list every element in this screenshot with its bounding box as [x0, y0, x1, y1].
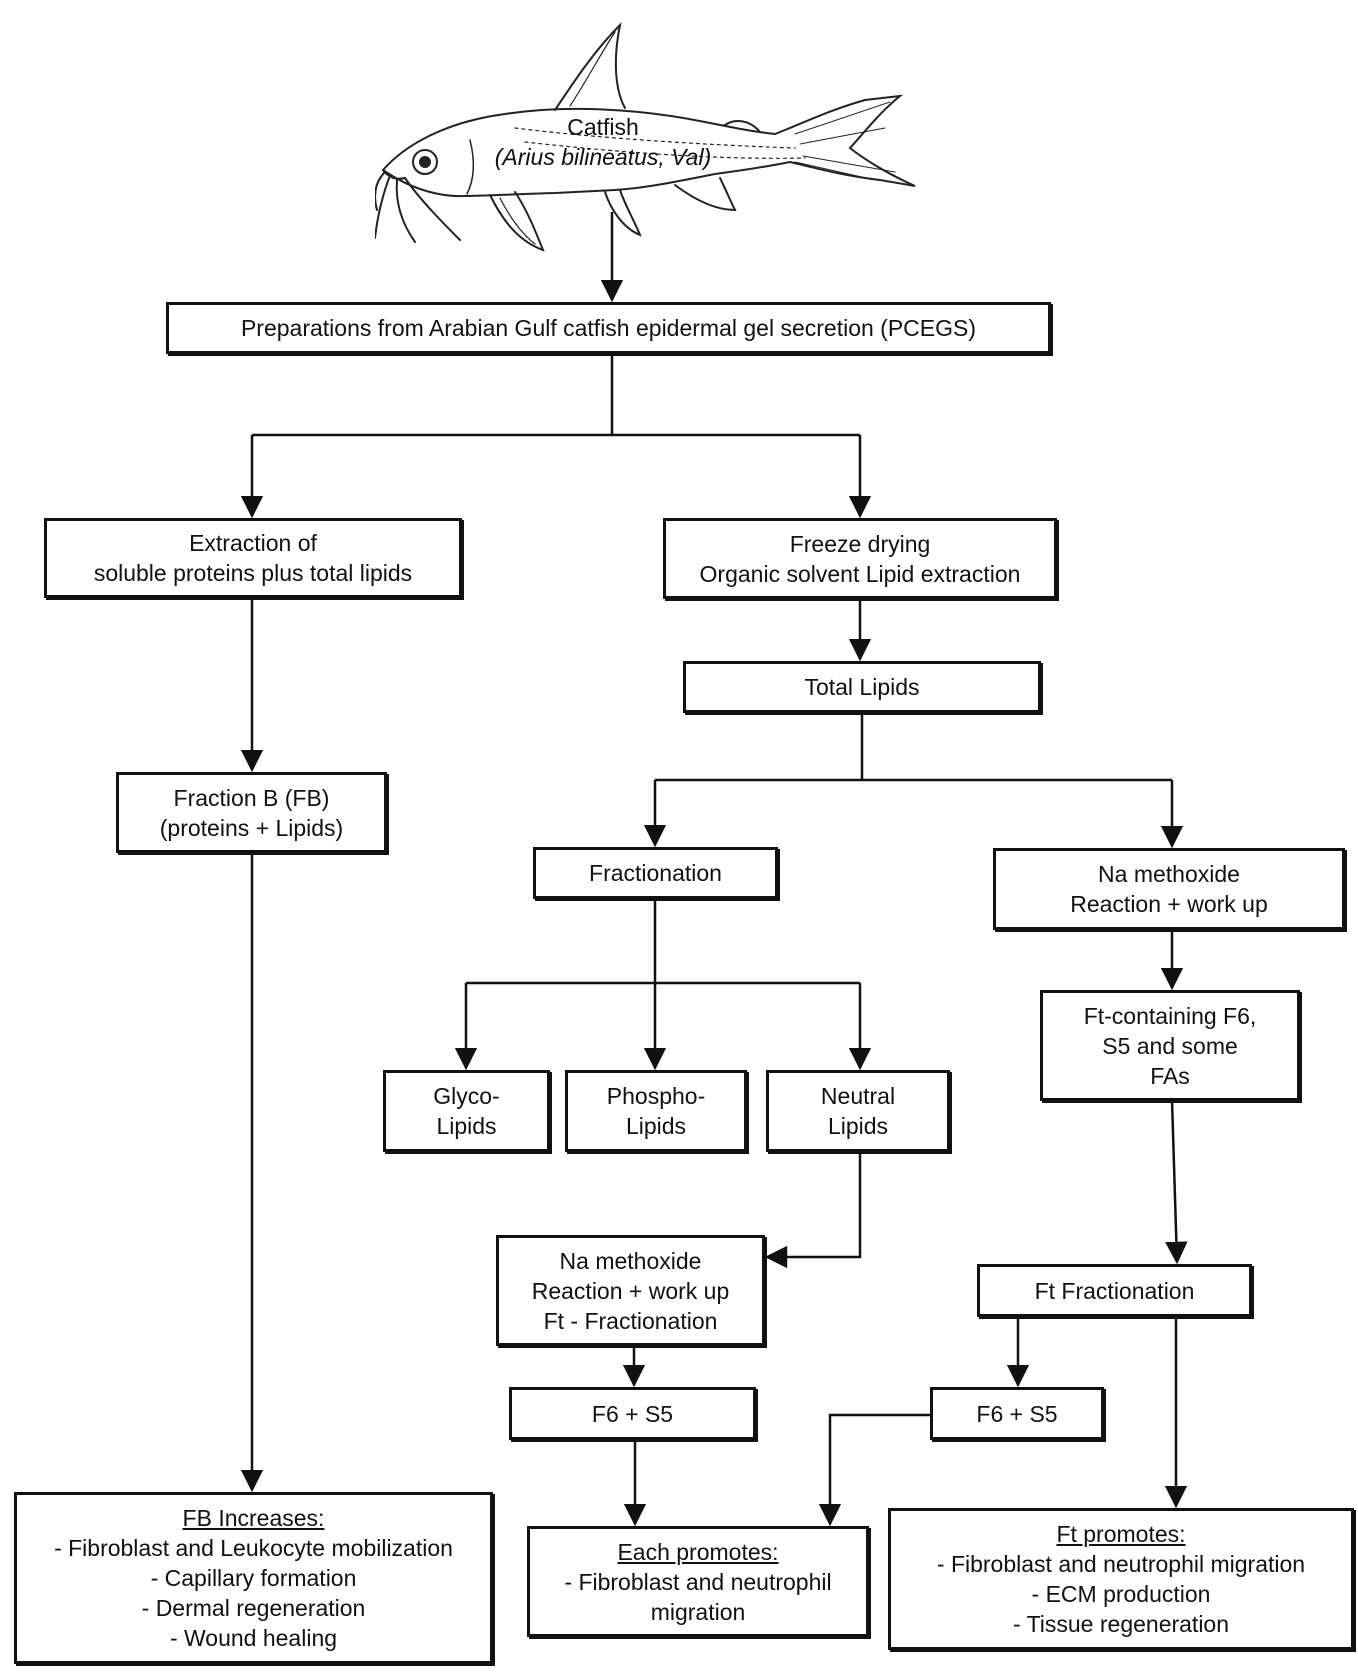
ft-fractionation-label: Ft Fractionation — [1034, 1277, 1195, 1304]
fb-item: - Dermal regeneration — [141, 1595, 366, 1621]
neutral-line2: Lipids — [827, 1113, 889, 1139]
fb-increases-box: FB Increases: - Fibroblast and Leukocyte… — [14, 1492, 493, 1664]
ft-containing-box: Ft-containing F6, S5 and some FAs — [1040, 990, 1300, 1101]
glyco-line1: Glyco- — [433, 1083, 500, 1109]
each-promotes-box: Each promotes: - Fibroblast and neutroph… — [527, 1526, 869, 1637]
fractionation-label: Fractionation — [589, 860, 722, 886]
na-right-line2: Reaction + work up — [1070, 891, 1268, 917]
f6-s5-right-box: F6 + S5 — [930, 1387, 1104, 1440]
phospho-line2: Lipids — [625, 1113, 687, 1139]
ft-promotes-box: Ft promotes: - Fibroblast and neutrophil… — [888, 1508, 1354, 1650]
each-item: - Fibroblast and neutrophil — [564, 1568, 832, 1595]
fish-name: Catfish — [567, 114, 639, 140]
arrow-neutral-to-na-mid — [764, 1152, 862, 1269]
arrow-to-ft-fractionation — [1165, 1099, 1188, 1265]
fish-species: (Arius bilineatus, Val) — [494, 144, 712, 170]
fb-item: - Wound healing — [169, 1625, 338, 1651]
na-mid-line3: Ft - Fractionation — [543, 1307, 718, 1334]
ft-promotes-header: Ft promotes: — [1056, 1521, 1186, 1547]
na-methoxide-right-box: Na methoxide Reaction + work up — [993, 848, 1345, 930]
f6-s5-right-label: F6 + S5 — [976, 1400, 1058, 1427]
fractionation-box: Fractionation — [533, 847, 778, 899]
fraction-b-line2: (proteins + Lipids) — [159, 814, 344, 841]
pcegs-label: Preparations from Arabian Gulf catfish e… — [240, 315, 977, 341]
f6-s5-mid-box: F6 + S5 — [509, 1387, 756, 1440]
arrow-f6s5-right-to-each — [818, 1413, 930, 1527]
total-lipids-box: Total Lipids — [683, 661, 1041, 713]
fraction-b-line1: Fraction B (FB) — [173, 784, 330, 811]
phospho-line1: Phospho- — [606, 1083, 706, 1109]
f6-s5-mid-label: F6 + S5 — [591, 1400, 674, 1427]
freeze-line2: Organic solvent Lipid extraction — [699, 560, 1021, 587]
na-right-line1: Na methoxide — [1098, 861, 1240, 887]
fraction-b-box: Fraction B (FB) (proteins + Lipids) — [116, 772, 387, 853]
na-mid-line2: Reaction + work up — [531, 1277, 730, 1304]
extraction-box: Extraction of soluble proteins plus tota… — [44, 518, 462, 598]
ft-containing-line1: Ft-containing F6, — [1083, 1002, 1257, 1029]
extraction-line2: soluble proteins plus total lipids — [93, 560, 413, 586]
fb-item: - Capillary formation — [150, 1565, 357, 1591]
ft-item: - Tissue regeneration — [1012, 1611, 1230, 1637]
fb-item: - Fibroblast and Leukocyte mobilization — [54, 1535, 453, 1561]
catfish-illustration — [375, 21, 916, 252]
ft-item: - ECM production — [1031, 1581, 1211, 1607]
each-item: migration — [650, 1598, 746, 1625]
ft-containing-line2: S5 and some — [1102, 1032, 1238, 1059]
ft-containing-line3: FAs — [1150, 1062, 1190, 1089]
glyco-line2: Lipids — [436, 1113, 497, 1139]
ft-fractionation-box: Ft Fractionation — [977, 1264, 1252, 1317]
catfish-label: Catfish (Arius bilineatus, Val) — [468, 112, 738, 172]
fb-increases-header: FB Increases: — [182, 1505, 325, 1531]
pcegs-box: Preparations from Arabian Gulf catfish e… — [166, 302, 1051, 354]
ft-item: - Fibroblast and neutrophil migration — [936, 1551, 1306, 1577]
phospho-lipids-box: Phospho- Lipids — [565, 1070, 747, 1152]
glyco-lipids-box: Glyco- Lipids — [383, 1070, 550, 1152]
freeze-line1: Freeze drying — [789, 530, 931, 557]
extraction-line1: Extraction of — [189, 530, 317, 556]
na-methoxide-mid-box: Na methoxide Reaction + work up Ft - Fra… — [496, 1235, 765, 1346]
each-promotes-header: Each promotes: — [617, 1538, 779, 1565]
freeze-drying-box: Freeze drying Organic solvent Lipid extr… — [663, 518, 1057, 599]
neutral-line1: Neutral — [820, 1083, 896, 1109]
na-mid-line1: Na methoxide — [559, 1247, 702, 1274]
total-lipids-label: Total Lipids — [804, 674, 920, 700]
neutral-lipids-box: Neutral Lipids — [766, 1070, 950, 1152]
